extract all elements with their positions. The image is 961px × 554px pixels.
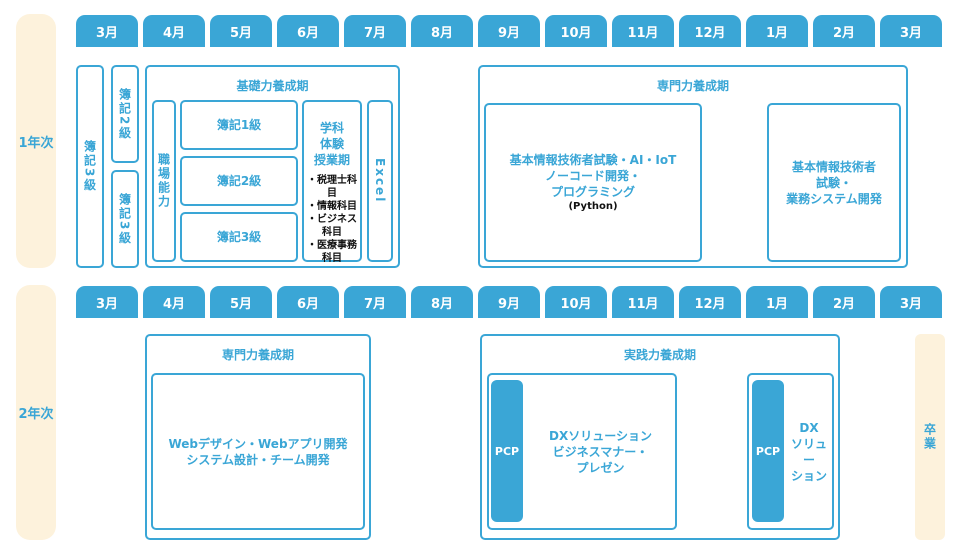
specialty-left-line: プログラミング (550, 185, 635, 199)
month-y2-1: 3月 (76, 286, 138, 318)
practice-right-line: DX (799, 420, 819, 435)
month-y1-12: 2月 (813, 15, 875, 47)
boki1-box: 簿記1級 (180, 100, 298, 150)
month-y2-2: 4月 (143, 286, 205, 318)
month-y1-11: 1月 (746, 15, 808, 47)
boki2-box-label: 簿記2級 (216, 174, 262, 188)
month-y2-8: 10月 (545, 286, 607, 318)
practice-right-line: ション (790, 468, 827, 483)
year-2-text: 2年次 (18, 407, 54, 422)
graduation-label: 卒業 (922, 423, 937, 451)
practice-left-line: DXソリューション (549, 428, 652, 443)
month-y1-2: 4月 (143, 15, 205, 47)
specialty-left-line: 基本情報技術者試験・AI・IoT (509, 153, 677, 167)
gakka-item: ・医療事務科目 (307, 240, 357, 264)
boki2-label: 簿記2級 (117, 87, 132, 141)
month-y2-9: 11月 (612, 286, 674, 318)
boki3-box: 簿記3級 (180, 212, 298, 262)
specialty-right-line: 業務システム開発 (786, 191, 882, 206)
month-y2-7: 9月 (478, 286, 540, 318)
month-y1-4: 6月 (277, 15, 339, 47)
specialty-right-box: 基本情報技術者 試験・ 業務システム開発 (767, 103, 901, 262)
month-y2-11: 1月 (746, 286, 808, 318)
boki2-column: 簿記2級 (111, 65, 139, 163)
practice-right-line: ソリュー (790, 436, 827, 467)
month-y2-3: 5月 (210, 286, 272, 318)
gakka-title-line: 授業期 (313, 153, 350, 167)
practice-left-line: ビジネスマナー・ (552, 444, 649, 459)
web-dev-line: Webデザイン・Webアプリ開発 (168, 436, 348, 451)
foundation-title: 基礎力養成期 (236, 79, 309, 93)
web-dev-box: Webデザイン・Webアプリ開発 システム設計・チーム開発 (151, 373, 365, 530)
year-2-label: 2年次 (16, 285, 56, 540)
pcp-bar-right: PCP (752, 380, 784, 522)
boki3b-label: 簿記3級 (117, 192, 132, 246)
specialty-left-line: ノーコード開発・ (544, 169, 641, 183)
specialty-left-box: 基本情報技術者試験・AI・IoT ノーコード開発・ プログラミング (Pytho… (484, 103, 702, 262)
practice-right-text: DX ソリュー ション (786, 373, 832, 530)
month-y1-5: 7月 (344, 15, 406, 47)
boki3-column: 簿記3級 (76, 65, 104, 268)
boki3b-column: 簿記3級 (111, 170, 139, 268)
excel-label: Excel (373, 158, 387, 204)
year-1-label: 1年次 (16, 14, 56, 268)
pcp-label-left: PCP (494, 444, 520, 458)
specialty-right-line: 試験・ (815, 175, 852, 190)
specialty-title-year2: 専門力養成期 (221, 348, 294, 362)
month-y1-8: 10月 (545, 15, 607, 47)
practice-left-text: DXソリューション ビジネスマナー・ プレゼン (528, 373, 673, 530)
pcp-label-right: PCP (755, 444, 781, 458)
specialty-left-sub: (Python) (568, 201, 618, 212)
gakka-items: ・税理士科目 ・情報科目 ・ビジネス科目 ・医療事務科目 (304, 174, 360, 265)
gakka-title-line: 体験 (319, 137, 344, 151)
year-1-text: 1年次 (18, 135, 54, 151)
gakka-box: 学科 体験 授業期 ・税理士科目 ・情報科目 ・ビジネス科目 ・医療事務科目 (302, 100, 362, 265)
month-y2-6: 8月 (411, 286, 473, 318)
web-dev-line: システム設計・チーム開発 (186, 452, 330, 467)
month-y2-4: 6月 (277, 286, 339, 318)
month-y1-7: 9月 (478, 15, 540, 47)
boki3-label: 簿記3級 (82, 140, 97, 193)
month-y2-5: 7月 (344, 286, 406, 318)
specialty-title-year1: 専門力養成期 (656, 79, 729, 93)
month-y2-12: 2月 (813, 286, 875, 318)
gakka-item: ・税理士科目 (307, 175, 357, 199)
month-y1-3: 5月 (210, 15, 272, 47)
boki2-box: 簿記2級 (180, 156, 298, 206)
month-y1-10: 12月 (679, 15, 741, 47)
month-y2-10: 12月 (679, 286, 741, 318)
excel-column: Excel (367, 100, 393, 262)
month-y1-13: 3月 (880, 15, 942, 47)
month-y1-9: 11月 (612, 15, 674, 47)
pcp-bar-left: PCP (491, 380, 523, 522)
boki3-box-label: 簿記3級 (216, 230, 262, 244)
graduation-column: 卒業 (915, 334, 945, 540)
gakka-item: ・ビジネス科目 (307, 214, 357, 238)
shokuba-label: 職場能力 (156, 153, 171, 209)
shokuba-column: 職場能力 (152, 100, 176, 262)
practice-left-line: プレゼン (576, 460, 625, 475)
month-y2-13: 3月 (880, 286, 942, 318)
month-y1-1: 3月 (76, 15, 138, 47)
specialty-right-line: 基本情報技術者 (791, 159, 876, 174)
month-y1-6: 8月 (411, 15, 473, 47)
gakka-title: 学科 体験 授業期 (304, 120, 360, 168)
gakka-title-line: 学科 (319, 121, 344, 135)
gakka-item: ・情報科目 (307, 201, 357, 212)
practice-title: 実践力養成期 (623, 348, 696, 362)
boki1-label: 簿記1級 (216, 118, 262, 132)
